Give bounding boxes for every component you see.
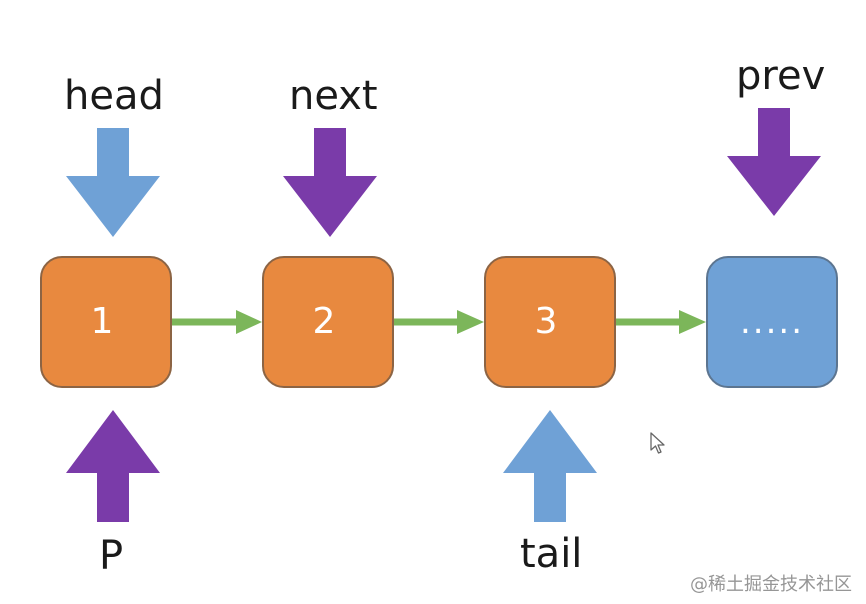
node-1-value: 1: [90, 301, 114, 342]
node-3: 3: [484, 256, 616, 388]
tail-label: tail: [520, 531, 583, 577]
rest-node-value: .....: [739, 302, 805, 342]
p-up-arrow: [66, 410, 160, 522]
tail-up-arrow: [503, 410, 597, 522]
mouse-cursor-icon: [650, 432, 665, 454]
node-3-value: 3: [534, 301, 558, 342]
node-1: 1: [40, 256, 172, 388]
head-down-arrow: [66, 128, 160, 237]
p-label: P: [99, 533, 124, 579]
head-label: head: [64, 73, 164, 119]
rest-node: .....: [706, 256, 838, 388]
prev-label: prev: [736, 53, 826, 99]
next-label: next: [289, 73, 378, 119]
watermark: @稀土掘金技术社区: [690, 574, 852, 595]
next-down-arrow: [283, 128, 377, 237]
node-2: 2: [262, 256, 394, 388]
prev-down-arrow: [727, 108, 821, 216]
node-2-value: 2: [312, 301, 336, 342]
